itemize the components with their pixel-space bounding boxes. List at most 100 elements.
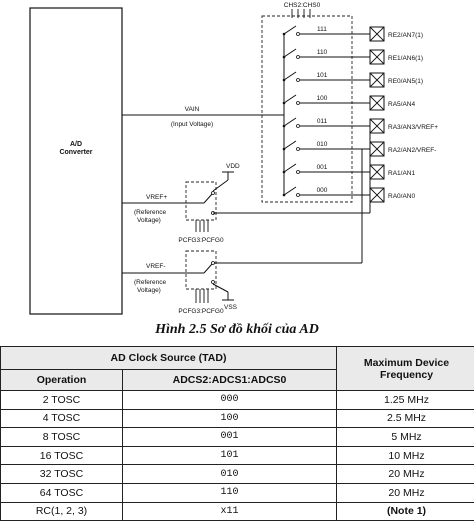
- chs-label: CHS2:CHS0: [284, 2, 321, 9]
- ref-voltage-label-1a: (Reference: [134, 209, 167, 216]
- mux-box: [261, 15, 353, 203]
- pin-cross: [369, 141, 385, 157]
- mux-switch: 110: [282, 48, 370, 59]
- mux-switch-blade: [283, 71, 297, 81]
- ad-block-diagram: A/D Converter CHS2:CHS0 VAIN (Input Volt…: [29, 2, 438, 315]
- pin-cross: [369, 187, 385, 203]
- chs-select-lines: [291, 9, 311, 18]
- mux-switch-blade: [283, 94, 297, 104]
- pcfg-select-ticks-1: [195, 220, 209, 232]
- vref-minus-label: VREF-: [146, 263, 166, 270]
- ad-clock-table: AD Clock Source (TAD) Maximum Device Fre…: [0, 346, 474, 522]
- vdd-line: [212, 179, 229, 192]
- mux-switch: 111: [282, 25, 370, 36]
- operation-cell: 64 TOSC: [0, 482, 123, 503]
- mux-switch-blade: [283, 140, 297, 150]
- mux-switch: 101: [282, 71, 370, 82]
- figure-caption: Hình 2.5 Sơ đồ khối của AD: [155, 322, 319, 337]
- operation-cell: RC(1, 2, 3): [0, 501, 123, 522]
- pin-cross: [369, 49, 385, 65]
- operation-cell: 16 TOSC: [0, 445, 123, 466]
- mux-switch: 011: [282, 117, 370, 128]
- pin: RA0/AN0: [369, 187, 415, 203]
- pin-label: RA2/AN2/VREF-: [388, 147, 436, 154]
- pin-list: RE2/AN7(1) RE1/AN6(1) RE0/AN5(1) RA5/AN4RA3…: [369, 26, 438, 203]
- adcs-bits-cell: 000: [122, 390, 337, 410]
- mux-code-label: 000: [317, 187, 328, 194]
- ad-clock-source-header: AD Clock Source (TAD): [0, 346, 337, 370]
- vref-minus-contact-bottom: [211, 280, 215, 284]
- pin-cross: [369, 26, 385, 42]
- pin: RE1/AN6(1): [369, 49, 423, 65]
- mux-code-label: 101: [317, 72, 328, 79]
- vref-plus-contact-top: [211, 191, 215, 195]
- pin-label: RE1/AN6(1): [388, 55, 423, 62]
- mux-contact: [296, 193, 300, 197]
- adcs-bits-cell: 100: [122, 408, 337, 429]
- table-row: RC(1, 2, 3)x11(Note 1): [0, 501, 474, 522]
- mux-contact: [296, 32, 300, 36]
- max-frequency-cell: 2.5 MHz: [336, 408, 474, 429]
- input-voltage-label: (Input Voltage): [171, 121, 213, 128]
- max-frequency-cell: 10 MHz: [336, 445, 474, 466]
- mux-switch: 000: [282, 186, 370, 197]
- ad-converter-box: [29, 7, 123, 315]
- pin-cross: [369, 72, 385, 88]
- pin-label: RE0/AN5(1): [388, 78, 423, 85]
- pin: RE2/AN7(1): [369, 26, 423, 42]
- mux-switch-blade: [283, 25, 297, 35]
- mux-contact: [296, 101, 300, 105]
- pin-cross: [369, 118, 385, 134]
- max-frequency-header: Maximum Device Frequency: [336, 346, 474, 391]
- max-frequency-cell: 20 MHz: [336, 482, 474, 503]
- mux-contact: [296, 55, 300, 59]
- operation-cell: 4 TOSC: [0, 408, 123, 429]
- adcs-bits-cell: 001: [122, 427, 337, 447]
- pin-label: RE2/AN7(1): [388, 32, 423, 39]
- vref-minus-switch-blade: [203, 263, 213, 274]
- operation-cell: 8 TOSC: [0, 427, 123, 447]
- pin-label: RA1/AN1: [388, 170, 415, 177]
- vss-label: VSS: [224, 304, 238, 311]
- mux-code-label: 111: [317, 26, 327, 33]
- ref-voltage-label-2a: (Reference: [134, 279, 167, 286]
- operation-cell: 32 TOSC: [0, 464, 123, 484]
- ref-voltage-label-1b: Voltage): [137, 217, 161, 224]
- pin-label: RA5/AN4: [388, 101, 415, 108]
- vain-label: VAIN: [185, 106, 200, 113]
- vss-line: [212, 283, 229, 293]
- mux-contact: [296, 170, 300, 174]
- adcs-bits-cell: 101: [122, 445, 337, 466]
- operation-header: Operation: [0, 369, 123, 391]
- pcfg-label-1: PCFG3:PCFG0: [178, 237, 224, 244]
- max-frequency-cell: 20 MHz: [336, 464, 474, 484]
- mux-switch: 010: [282, 140, 370, 151]
- pin: RE0/AN5(1): [369, 72, 423, 88]
- vref-plus-switch-box: [185, 181, 217, 221]
- vref-plus-switch-blade: [203, 193, 213, 204]
- operation-cell: 2 TOSC: [0, 390, 123, 410]
- pin: RA5/AN4: [369, 95, 415, 111]
- mux-switch-blade: [283, 186, 297, 196]
- converter-label-line1: A/D: [70, 141, 82, 148]
- max-frequency-cell: 5 MHz: [336, 427, 474, 447]
- pin: RA3/AN3/VREF+: [369, 118, 438, 134]
- mux-switch: 100: [282, 94, 370, 105]
- pcfg-label-2: PCFG3:PCFG0: [178, 308, 224, 315]
- pin-label: RA3/AN3/VREF+: [388, 124, 438, 131]
- mux-switch-blade: [283, 48, 297, 58]
- vref-plus-label: VREF+: [146, 194, 167, 201]
- mux-code-label: 100: [317, 95, 328, 102]
- converter-label-line2: Converter: [59, 149, 92, 156]
- mux-contact: [296, 147, 300, 151]
- vdd-label: VDD: [226, 163, 240, 170]
- adcs-bits-header: ADCS2:ADCS1:ADCS0: [122, 369, 337, 391]
- max-frequency-cell: (Note 1): [336, 501, 474, 522]
